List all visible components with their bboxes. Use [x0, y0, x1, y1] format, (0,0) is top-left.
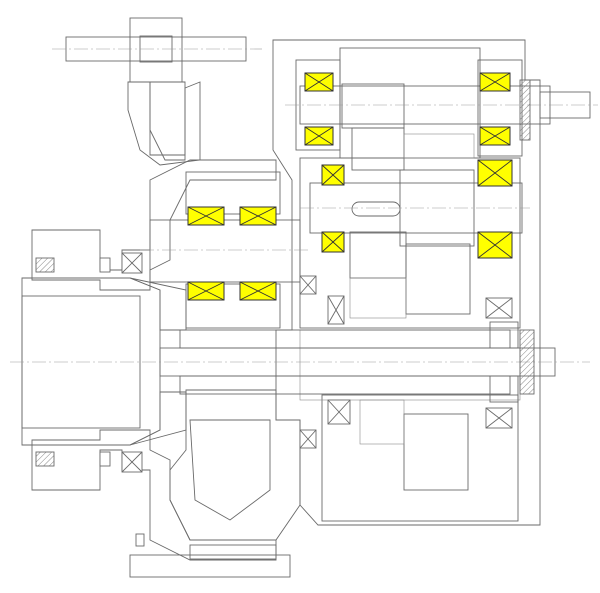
highlighted-bearings: [187, 72, 513, 301]
plain-bearings: [121, 252, 513, 473]
lower-body: [129, 389, 301, 578]
yellow-bearing: [187, 281, 225, 301]
yellow-bearing: [239, 206, 277, 226]
yellow-bearing: [477, 231, 513, 259]
yellow-bearing: [304, 126, 334, 146]
yellow-bearing: [321, 231, 345, 253]
yellow-bearing: [304, 72, 334, 92]
seals: [35, 79, 535, 547]
input-shaft-top: [52, 17, 262, 83]
upper-shaft: [285, 83, 598, 171]
yellow-bearing: [479, 72, 511, 92]
yellow-bearing: [321, 164, 345, 186]
input-arm: [127, 81, 201, 166]
planet-gear: [140, 171, 310, 329]
yellow-bearing: [187, 206, 225, 226]
yellow-bearing: [479, 126, 511, 146]
lower-gear: [359, 399, 469, 491]
yellow-bearing: [477, 159, 513, 187]
output-shaft: [10, 321, 590, 403]
yellow-bearing: [239, 281, 277, 301]
middle-shaft: [300, 169, 530, 319]
